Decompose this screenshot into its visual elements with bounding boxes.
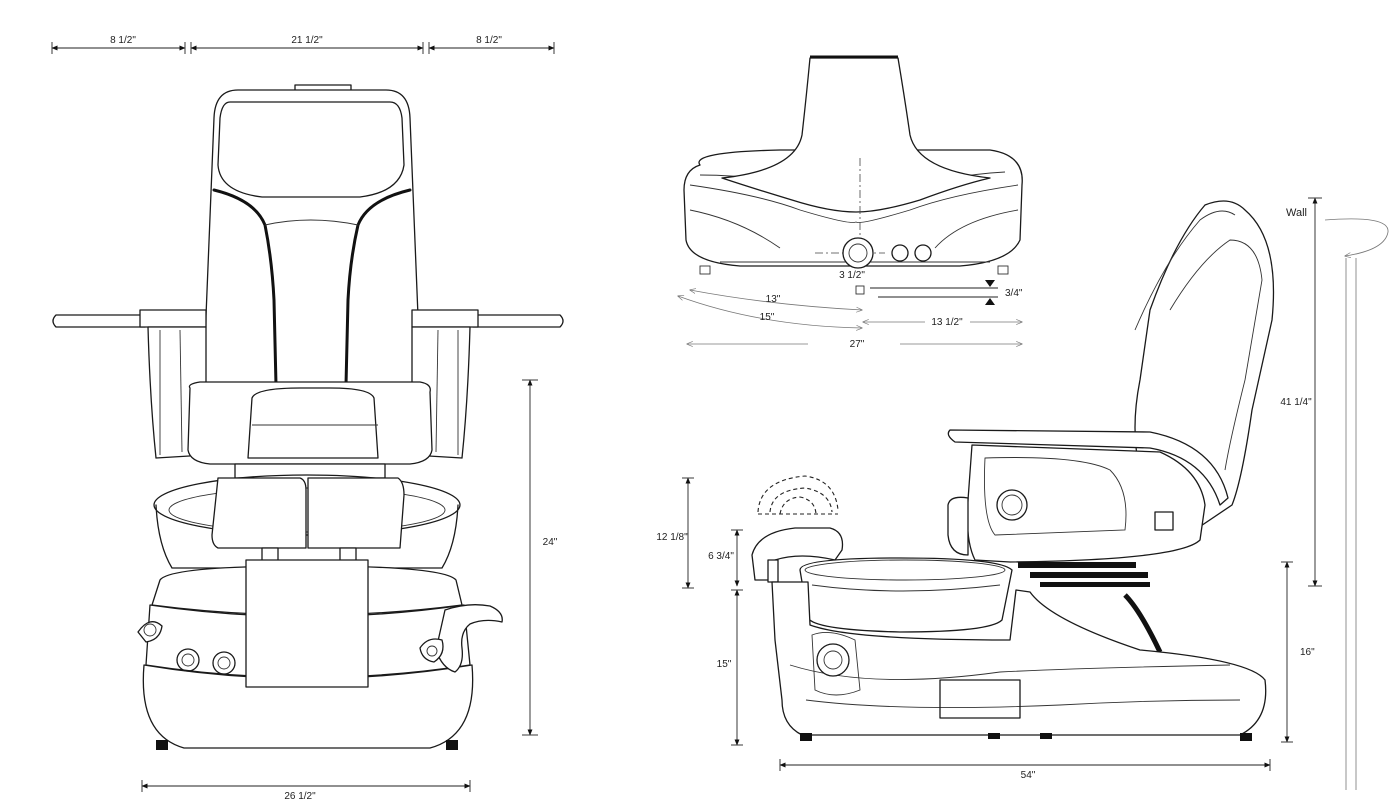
top-inner-left xyxy=(689,184,857,223)
side-seat-button xyxy=(1154,511,1174,531)
side-base-platform xyxy=(771,581,1267,736)
front-basin xyxy=(153,474,461,569)
headrest-cushion xyxy=(217,101,405,198)
top-drain xyxy=(842,237,874,269)
dim-side-54: 54" xyxy=(1021,770,1036,781)
top-knob-2 xyxy=(914,244,932,262)
side-view: Wall 41 1/4" xyxy=(656,197,1389,790)
side-footrest xyxy=(751,527,844,581)
top-inner-right xyxy=(855,184,1019,223)
side-seat-panel xyxy=(984,457,1127,536)
side-seat-body xyxy=(966,444,1206,563)
left-armrest xyxy=(52,309,207,459)
front-base xyxy=(142,565,474,750)
side-jet-knob xyxy=(816,643,850,677)
side-backrest-inner xyxy=(1169,239,1263,381)
backrest-shell xyxy=(204,89,421,401)
side-footrest-alt xyxy=(757,475,839,515)
seat-front-pad xyxy=(247,387,379,459)
side-backrest-front xyxy=(1134,210,1236,331)
front-height-dim: 24" xyxy=(522,379,558,736)
back-seam-left xyxy=(212,188,278,387)
side-armrest xyxy=(947,429,1229,506)
dim-side-6-3-4: 6 3/4" xyxy=(708,551,734,562)
top-view: 3 1/2" 3/4" 13" 15" 13 1/2" 27" xyxy=(678,55,1023,350)
dim-top-drain: 3 1/2" xyxy=(839,270,865,281)
side-support-arm xyxy=(1123,593,1163,654)
side-seat-back-pad xyxy=(947,496,969,556)
right-armrest xyxy=(411,309,564,459)
side-base-bar-1 xyxy=(1018,562,1136,568)
dim-front-left: 8 1/2" xyxy=(110,35,136,46)
top-3-4-dim: 3/4" xyxy=(870,280,1023,305)
dim-side-15: 15" xyxy=(717,659,732,670)
side-seat-knob xyxy=(996,489,1028,521)
top-knob-1 xyxy=(891,244,909,262)
side-basin xyxy=(799,557,1013,633)
top-right-contour xyxy=(934,209,1019,249)
footrest-right xyxy=(307,477,405,549)
footrest-left xyxy=(211,477,307,549)
control-panel xyxy=(245,559,369,688)
front-view: 8 1/2" 21 1/2" 8 1/2" xyxy=(51,35,564,800)
dim-top-27: 27" xyxy=(850,339,865,350)
sprayer-faucet xyxy=(419,604,503,673)
side-base-bar-2 xyxy=(1030,572,1148,578)
top-left-contour xyxy=(689,209,781,249)
back-cushion-top xyxy=(264,219,359,226)
dim-top-15: 15" xyxy=(760,312,775,323)
wall-label: Wall xyxy=(1286,207,1307,219)
dim-side-41-1-4: 41 1/4" xyxy=(1280,397,1312,408)
dim-top-3-4: 3/4" xyxy=(1005,288,1023,299)
dim-front-height: 24" xyxy=(543,537,558,548)
left-valve xyxy=(137,621,163,643)
front-width-dim: 26 1/2" xyxy=(141,780,471,800)
dim-side-16: 16" xyxy=(1300,647,1315,658)
side-base-bar-3 xyxy=(1040,582,1150,587)
front-top-dimensions: 8 1/2" 21 1/2" 8 1/2" xyxy=(51,35,555,54)
jet-knobs xyxy=(176,648,236,675)
dim-front-base-width: 26 1/2" xyxy=(284,791,316,800)
dim-top-13-5: 13 1/2" xyxy=(931,317,963,328)
wall-swing-arrow xyxy=(1324,218,1389,256)
top-arc-15 xyxy=(678,296,862,328)
dim-top-13: 13" xyxy=(766,294,781,305)
dim-front-center: 21 1/2" xyxy=(291,35,323,46)
dim-front-right: 8 1/2" xyxy=(476,35,502,46)
side-base-panel xyxy=(939,679,1021,719)
dim-side-12-1-8: 12 1/8" xyxy=(656,532,688,543)
side-left-dims: 12 1/8" 6 3/4" 15" xyxy=(656,477,743,746)
top-chair-column xyxy=(721,57,991,213)
